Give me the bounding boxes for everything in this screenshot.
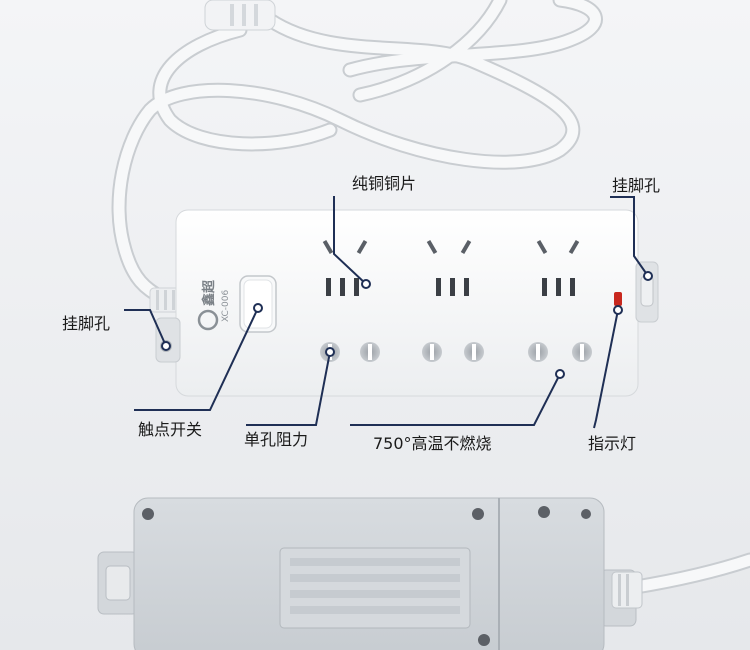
callout-lines xyxy=(124,196,649,429)
indicator-light xyxy=(614,292,622,306)
socket-three-pin-1 xyxy=(322,239,368,296)
callout-line-resistance xyxy=(246,351,331,426)
label-contact-switch: 触点开关 xyxy=(138,420,203,439)
callout-line-hole-right xyxy=(610,196,649,277)
label-mounting-hole-right: 挂脚孔 xyxy=(612,176,661,195)
callout-line-indicator xyxy=(593,309,619,429)
label-fireproof: 750°高温不燃烧 xyxy=(373,434,492,453)
brand-logo-icon xyxy=(197,309,219,331)
brand-name: 鑫超 xyxy=(201,279,217,307)
callout-line-hole-left xyxy=(124,309,167,347)
plug-strain-relief xyxy=(204,0,276,31)
socket-three-pin-3 xyxy=(536,239,580,296)
callout-line-fireproof xyxy=(350,373,561,426)
socket-round-2 xyxy=(422,342,484,362)
callout-dots xyxy=(161,271,653,379)
socket-three-pin-2 xyxy=(426,239,472,296)
power-strip-front xyxy=(155,209,659,397)
brand-model: XC-006 xyxy=(221,290,231,322)
callout-line-copper xyxy=(333,196,367,285)
label-indicator-light: 指示灯 xyxy=(588,434,637,453)
power-cord xyxy=(111,0,750,596)
label-single-hole-resistance: 单孔阻力 xyxy=(244,430,309,449)
power-strip-back xyxy=(97,497,643,650)
label-copper-contacts: 纯铜铜片 xyxy=(352,174,417,193)
label-mounting-hole-left: 挂脚孔 xyxy=(62,314,111,333)
brand-area: 鑫超 XC-006 xyxy=(197,279,231,331)
cord-strain-relief-left xyxy=(149,287,181,313)
callout-line-switch xyxy=(134,307,259,411)
socket-round-3 xyxy=(528,342,592,362)
